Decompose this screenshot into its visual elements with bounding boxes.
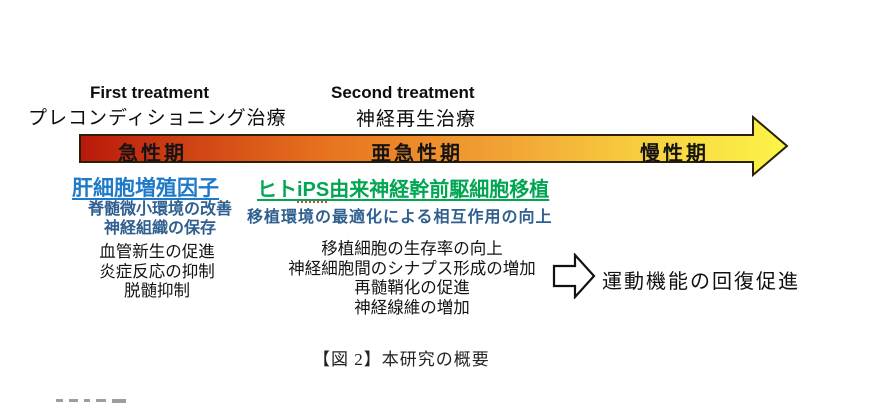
effect-item: 神経細胞間のシナプス形成の増加 <box>288 258 536 278</box>
blue-subpoint: 脊髄微小環境の改善 <box>87 201 232 218</box>
effect-item: 神経線維の増加 <box>354 297 470 317</box>
timeline-gradient-arrow <box>79 114 789 178</box>
second-column-heading: ヒトiPS由来神経幹前駆細胞移植 <box>257 173 549 202</box>
first-column-effects: 血管新生の促進 炎症反応の抑制 脱髄抑制 <box>72 242 242 301</box>
second-treatment-subtitle: 神経再生治療 <box>356 109 477 130</box>
outcome-arrow-icon <box>552 253 596 299</box>
phase-chronic: 慢性期 <box>640 143 709 165</box>
phase-acute: 急性期 <box>118 143 187 165</box>
second-column-heading-pre: ヒト <box>257 179 297 201</box>
first-treatment-subtitle: プレコンディショニング治療 <box>28 108 287 129</box>
second-column-heading-post: 由来神経幹前駆細胞移植 <box>329 179 550 201</box>
first-column-blue-subpoints: 脊髄微小環境の改善 神経組織の保存 <box>70 200 250 238</box>
phase-subacute: 亜急性期 <box>371 143 463 165</box>
second-column-heading-ips: iPS <box>297 179 330 201</box>
effect-item: 炎症反応の抑制 <box>99 261 215 281</box>
figure-caption: 【図 2】本研究の概要 <box>313 350 490 369</box>
second-column-blue-subpoint: 移植環境の最適化による相互作用の向上 <box>247 209 553 226</box>
first-treatment-title: First treatment <box>90 83 210 102</box>
effect-item: 脱髄抑制 <box>124 281 190 300</box>
outcome-label: 運動機能の回復促進 <box>602 271 800 293</box>
clipped-text-fragment <box>56 399 132 404</box>
effect-item: 血管新生の促進 <box>99 242 215 261</box>
blue-subpoint: 神経組織の保存 <box>103 220 216 237</box>
second-treatment-title: Second treatment <box>331 83 475 102</box>
first-column-heading: 肝細胞増殖因子 <box>72 177 219 200</box>
effect-item: 再髄鞘化の促進 <box>354 278 470 297</box>
effect-item: 移植細胞の生存率の向上 <box>321 239 503 258</box>
second-column-effects: 移植細胞の生存率の向上 神経細胞間のシナプス形成の増加 再髄鞘化の促進 神経線維… <box>268 239 556 317</box>
